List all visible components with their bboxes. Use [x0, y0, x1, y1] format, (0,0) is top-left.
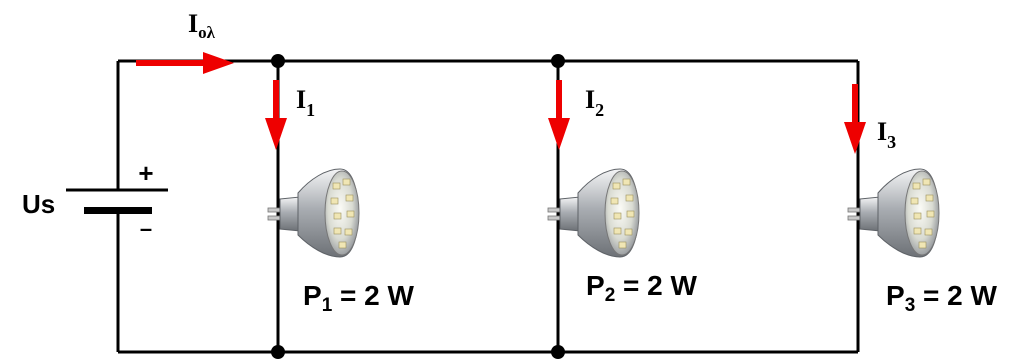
branch-2-power-label: P2 = 2 W: [586, 270, 698, 306]
led-spot-bulb-icon: [847, 168, 940, 258]
battery-plus-sign: +: [138, 158, 153, 188]
branch-2-current-label: I2: [585, 85, 604, 120]
junctions: [271, 54, 565, 359]
branch-3-power-label: P3 = 2 W: [886, 280, 998, 316]
branch-3-current-label: I3: [877, 117, 896, 152]
led-spot-bulb-icon: [547, 168, 640, 258]
junction-bottom-2: [551, 345, 565, 359]
wires: [116, 59, 860, 354]
led-spot-bulb-icon: [267, 168, 360, 258]
total-current-arrow: [136, 52, 234, 74]
branch-1-power-label: P1 = 2 W: [303, 280, 415, 316]
battery-minus-sign: –: [140, 216, 152, 241]
branch-1-current-arrow: [265, 80, 287, 150]
junction-bottom-1: [271, 345, 285, 359]
total-current-label: Iολ: [188, 9, 216, 42]
battery-icon: [66, 188, 168, 214]
branch-3-current-arrow: [844, 84, 866, 154]
branch-1-current-label: I1: [296, 85, 315, 120]
branch-2-current-arrow: [548, 80, 570, 150]
source-label: Us: [22, 189, 55, 219]
junction-top-2: [551, 54, 565, 68]
junction-top-1: [271, 54, 285, 68]
